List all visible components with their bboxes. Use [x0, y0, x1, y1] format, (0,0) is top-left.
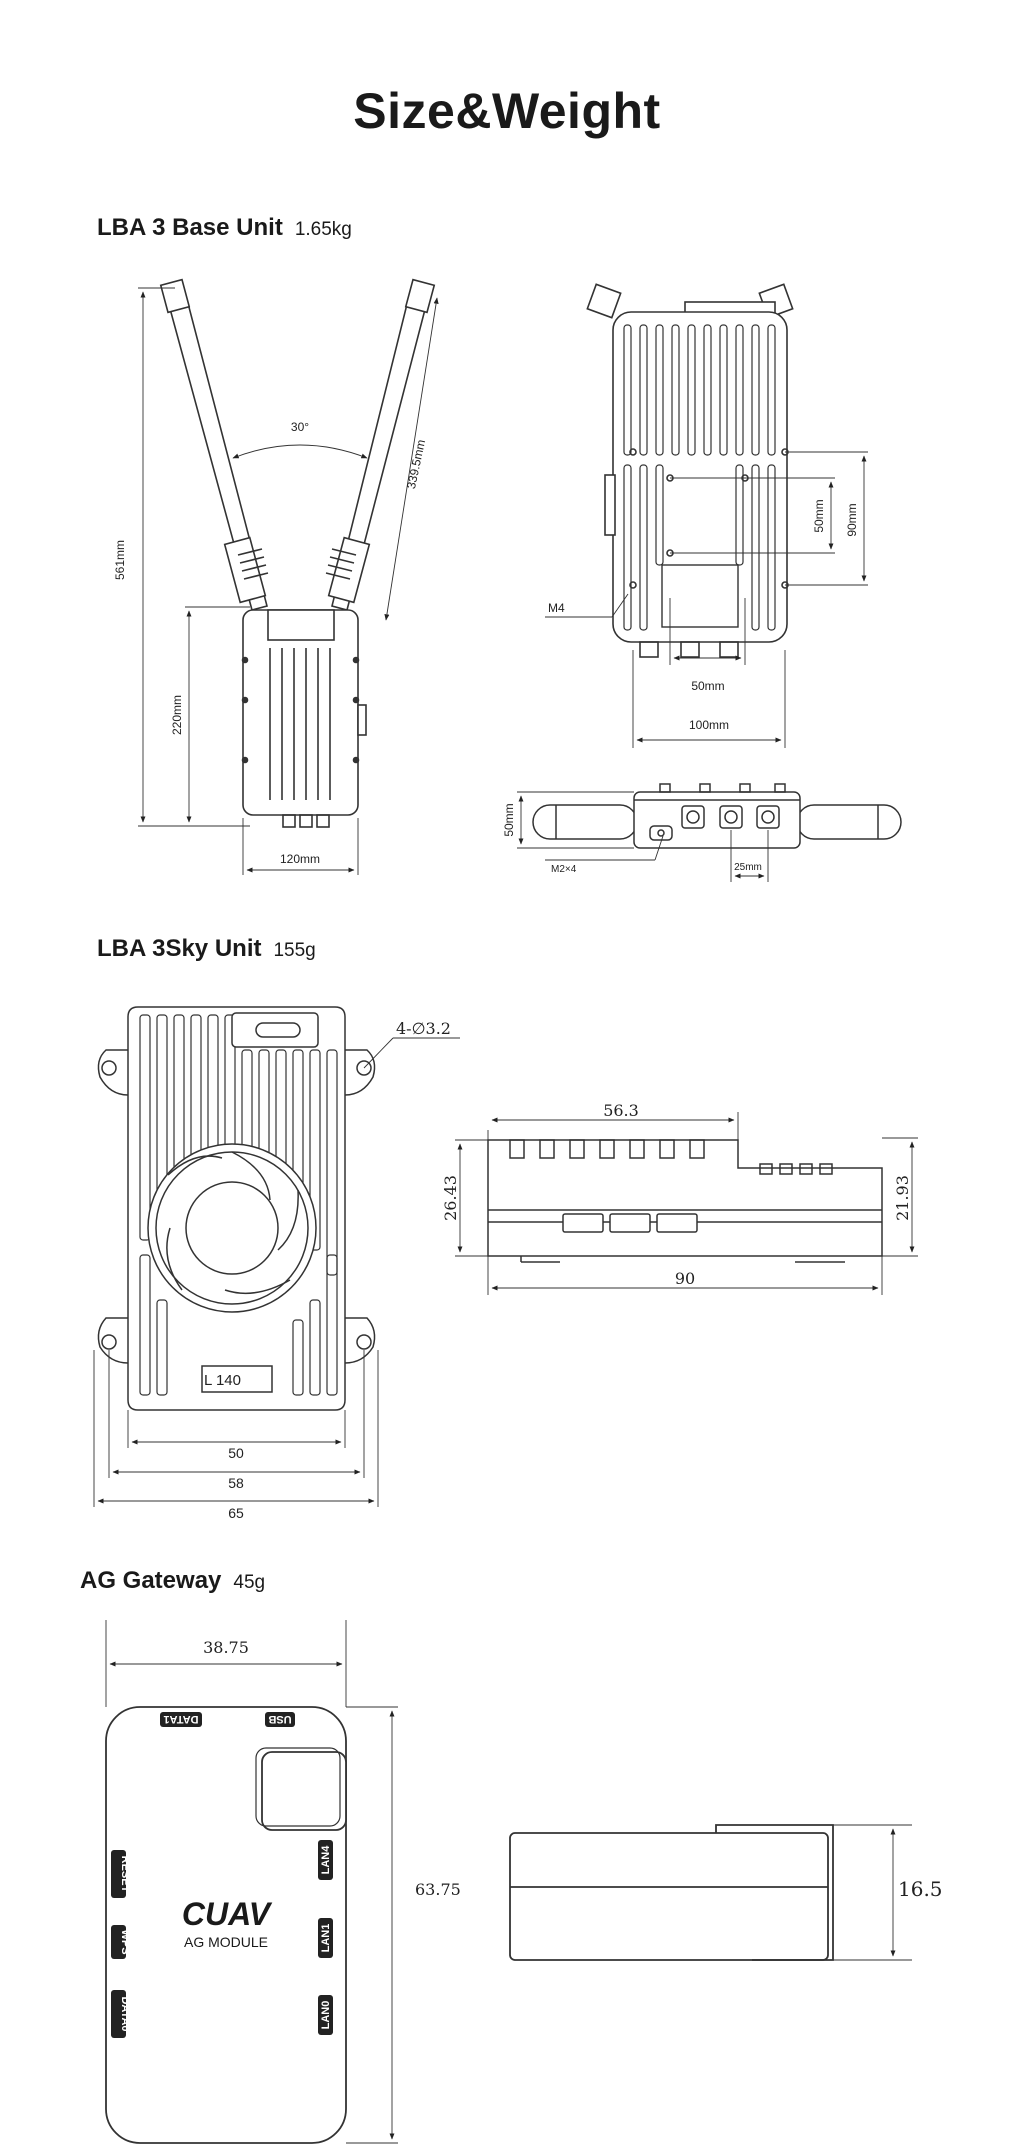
- sky-unit-weight: 155g: [273, 940, 316, 961]
- sky-unit-name: LBA 3Sky Unit: [97, 935, 262, 962]
- gateway-module-label: AG MODULE: [184, 1934, 268, 1950]
- sky-l140-label: L 140: [204, 1372, 241, 1389]
- port-data0: DATA0: [119, 1996, 131, 2031]
- sky-side-height-label: 26.43: [441, 1175, 460, 1221]
- sky-unit-top-view: [97, 1006, 376, 1411]
- sky-width-65-label: 65: [228, 1505, 244, 1521]
- angle-label: 30°: [291, 420, 309, 434]
- gateway-weight: 45g: [233, 1572, 266, 1593]
- back-width-100-label: 100mm: [689, 718, 729, 732]
- body-height-label: 220mm: [170, 695, 184, 735]
- m4-label: M4: [548, 601, 565, 615]
- base-unit-bottom-view: [532, 783, 902, 849]
- gateway-top-view: [105, 1706, 347, 2144]
- section-heading-base: LBA 3 Base Unit 1.65kg: [97, 214, 352, 242]
- port-data1: DATA1: [163, 1713, 198, 1725]
- sky-side-length-label: 56.3: [603, 1101, 639, 1120]
- back-height-50-label: 50mm: [812, 499, 826, 532]
- gateway-side-view: [509, 1824, 834, 1961]
- m2x4-label: M2×4: [551, 864, 577, 875]
- back-width-50-label: 50mm: [691, 679, 724, 693]
- section-heading-sky: LBA 3Sky Unit 155g: [97, 935, 316, 963]
- bottom-width-25-label: 25mm: [734, 862, 762, 873]
- gateway-brand-logo: CUAV: [182, 1896, 273, 1932]
- section-heading-gateway: AG Gateway 45g: [80, 1567, 265, 1595]
- sky-side-width-label: 90: [675, 1269, 695, 1288]
- base-unit-name: LBA 3 Base Unit: [97, 214, 283, 241]
- gateway-port-labels: DATA1 USB RESET WPS DATA0 LAN4 LAN1 LAN0: [111, 1712, 333, 2038]
- gateway-name: AG Gateway: [80, 1567, 222, 1594]
- sky-width-50-label: 50: [228, 1445, 244, 1461]
- sky-side-height2-label: 21.93: [893, 1175, 912, 1221]
- total-height-label: 561mm: [113, 540, 127, 580]
- port-lan0: LAN0: [320, 2001, 332, 2030]
- base-unit-weight: 1.65kg: [294, 219, 352, 240]
- port-reset: RESET: [119, 1856, 131, 1893]
- port-lan1: LAN1: [320, 1924, 332, 1953]
- page-title: Size&Weight: [353, 83, 661, 139]
- gateway-width-label: 38.75: [203, 1638, 249, 1657]
- gateway-thickness-label: 16.5: [898, 1877, 943, 1901]
- port-wps: WPS: [119, 1929, 131, 1954]
- base-unit-back-view: [586, 283, 794, 658]
- back-height-90-label: 90mm: [845, 503, 859, 536]
- sky-hole-label: 4-∅3.2: [396, 1019, 451, 1038]
- gateway-height-label: 63.75: [415, 1880, 461, 1899]
- sky-width-58-label: 58: [228, 1475, 244, 1491]
- bottom-height-label: 50mm: [502, 803, 516, 836]
- antenna-length-label: 339.5mm: [404, 438, 428, 490]
- sky-unit-side-view: [487, 1139, 883, 1263]
- port-usb: USB: [268, 1713, 291, 1725]
- base-unit-front-view: [159, 278, 436, 828]
- antenna-left: [159, 278, 269, 611]
- port-lan4: LAN4: [320, 1845, 332, 1875]
- front-width-label: 120mm: [280, 852, 320, 866]
